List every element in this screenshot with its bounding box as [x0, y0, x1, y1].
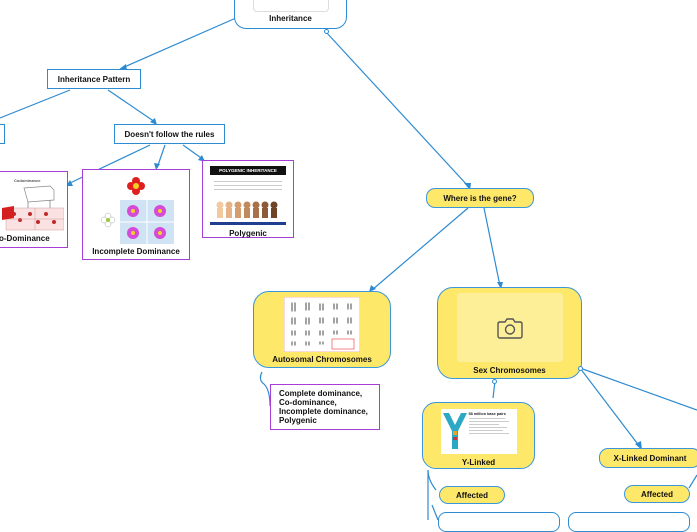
cow-icon: Codominance: [0, 174, 64, 232]
bottom-partial-node-2[interactable]: [568, 512, 690, 532]
where-is-gene-node[interactable]: Where is the gene?: [426, 188, 534, 208]
inheritance-pattern-label: Inheritance Pattern: [57, 74, 131, 84]
offscreen-left-node[interactable]: [0, 124, 5, 144]
sex-chromosomes-image-placeholder: [456, 293, 563, 362]
polygenic-label: Polygenic: [229, 229, 267, 238]
autosomal-chromosomes-label: Autosomal Chromosomes: [272, 355, 372, 364]
sex-chromosomes-dot-right[interactable]: [578, 366, 583, 371]
inheritance-pattern-node[interactable]: Inheritance Pattern: [47, 69, 141, 89]
autosomal-note-line-3: Incomplete dominance,: [279, 407, 368, 416]
co-dominance-node[interactable]: Codominance o-Dominance: [0, 171, 68, 248]
where-is-gene-label: Where is the gene?: [443, 193, 517, 203]
autosomal-note[interactable]: Complete dominance, Co-dominance, Incomp…: [270, 384, 380, 430]
incomplete-dominance-label: Incomplete Dominance: [92, 247, 180, 256]
people-icon: [214, 181, 282, 218]
bottom-partial-node-1[interactable]: [438, 512, 560, 532]
affected-right-label: Affected: [640, 489, 673, 499]
y-linked-node[interactable]: 58 million base pairs Y-Linked: [422, 402, 535, 469]
y-linked-image: 58 million base pairs: [440, 409, 517, 454]
y-chromosome-icon: [442, 413, 467, 449]
autosomal-note-line-1: Complete dominance,: [279, 389, 363, 398]
svg-text:Codominance: Codominance: [14, 178, 41, 183]
chromosome-icon: [284, 297, 360, 352]
affected-left-label: Affected: [455, 490, 488, 500]
polygenic-image: POLYGENIC INHERITANCE: [210, 166, 286, 225]
root-image-placeholder: [252, 0, 329, 12]
connector-lines: [0, 17, 697, 520]
root-label: Inheritance: [269, 14, 312, 23]
camera-icon: [496, 317, 523, 339]
co-dominance-label: o-Dominance: [0, 234, 50, 243]
y-linked-image-caption: 58 million base pairs: [468, 412, 506, 416]
doesnt-follow-rules-label: Doesn't follow the rules: [124, 129, 215, 139]
x-linked-dominant-label: X-Linked Dominant: [613, 453, 687, 463]
doesnt-follow-rules-node[interactable]: Doesn't follow the rules: [114, 124, 225, 144]
polygenic-node[interactable]: POLYGENIC INHERITANCE Polygenic: [202, 160, 294, 238]
autosomal-chromosomes-node[interactable]: Autosomal Chromosomes: [253, 291, 391, 368]
autosomal-note-line-2: Co-dominance,: [279, 398, 337, 407]
sex-chromosomes-dot-bottom[interactable]: [492, 379, 497, 384]
affected-right-node[interactable]: Affected: [624, 485, 690, 503]
y-linked-label: Y-Linked: [461, 458, 496, 467]
autosomal-note-line-4: Polygenic: [279, 416, 317, 425]
root-connector-dot[interactable]: [324, 29, 329, 34]
root-node[interactable]: Inheritance: [234, 0, 347, 29]
polygenic-image-title: POLYGENIC INHERITANCE: [210, 166, 286, 175]
sex-chromosomes-label: Sex Chromosomes: [473, 366, 546, 375]
x-linked-dominant-node[interactable]: X-Linked Dominant: [599, 448, 697, 468]
flower-icon: [100, 177, 174, 244]
affected-left-node[interactable]: Affected: [439, 486, 505, 504]
sex-chromosomes-node[interactable]: Sex Chromosomes: [437, 287, 582, 379]
incomplete-dominance-node[interactable]: Incomplete Dominance: [82, 169, 190, 260]
